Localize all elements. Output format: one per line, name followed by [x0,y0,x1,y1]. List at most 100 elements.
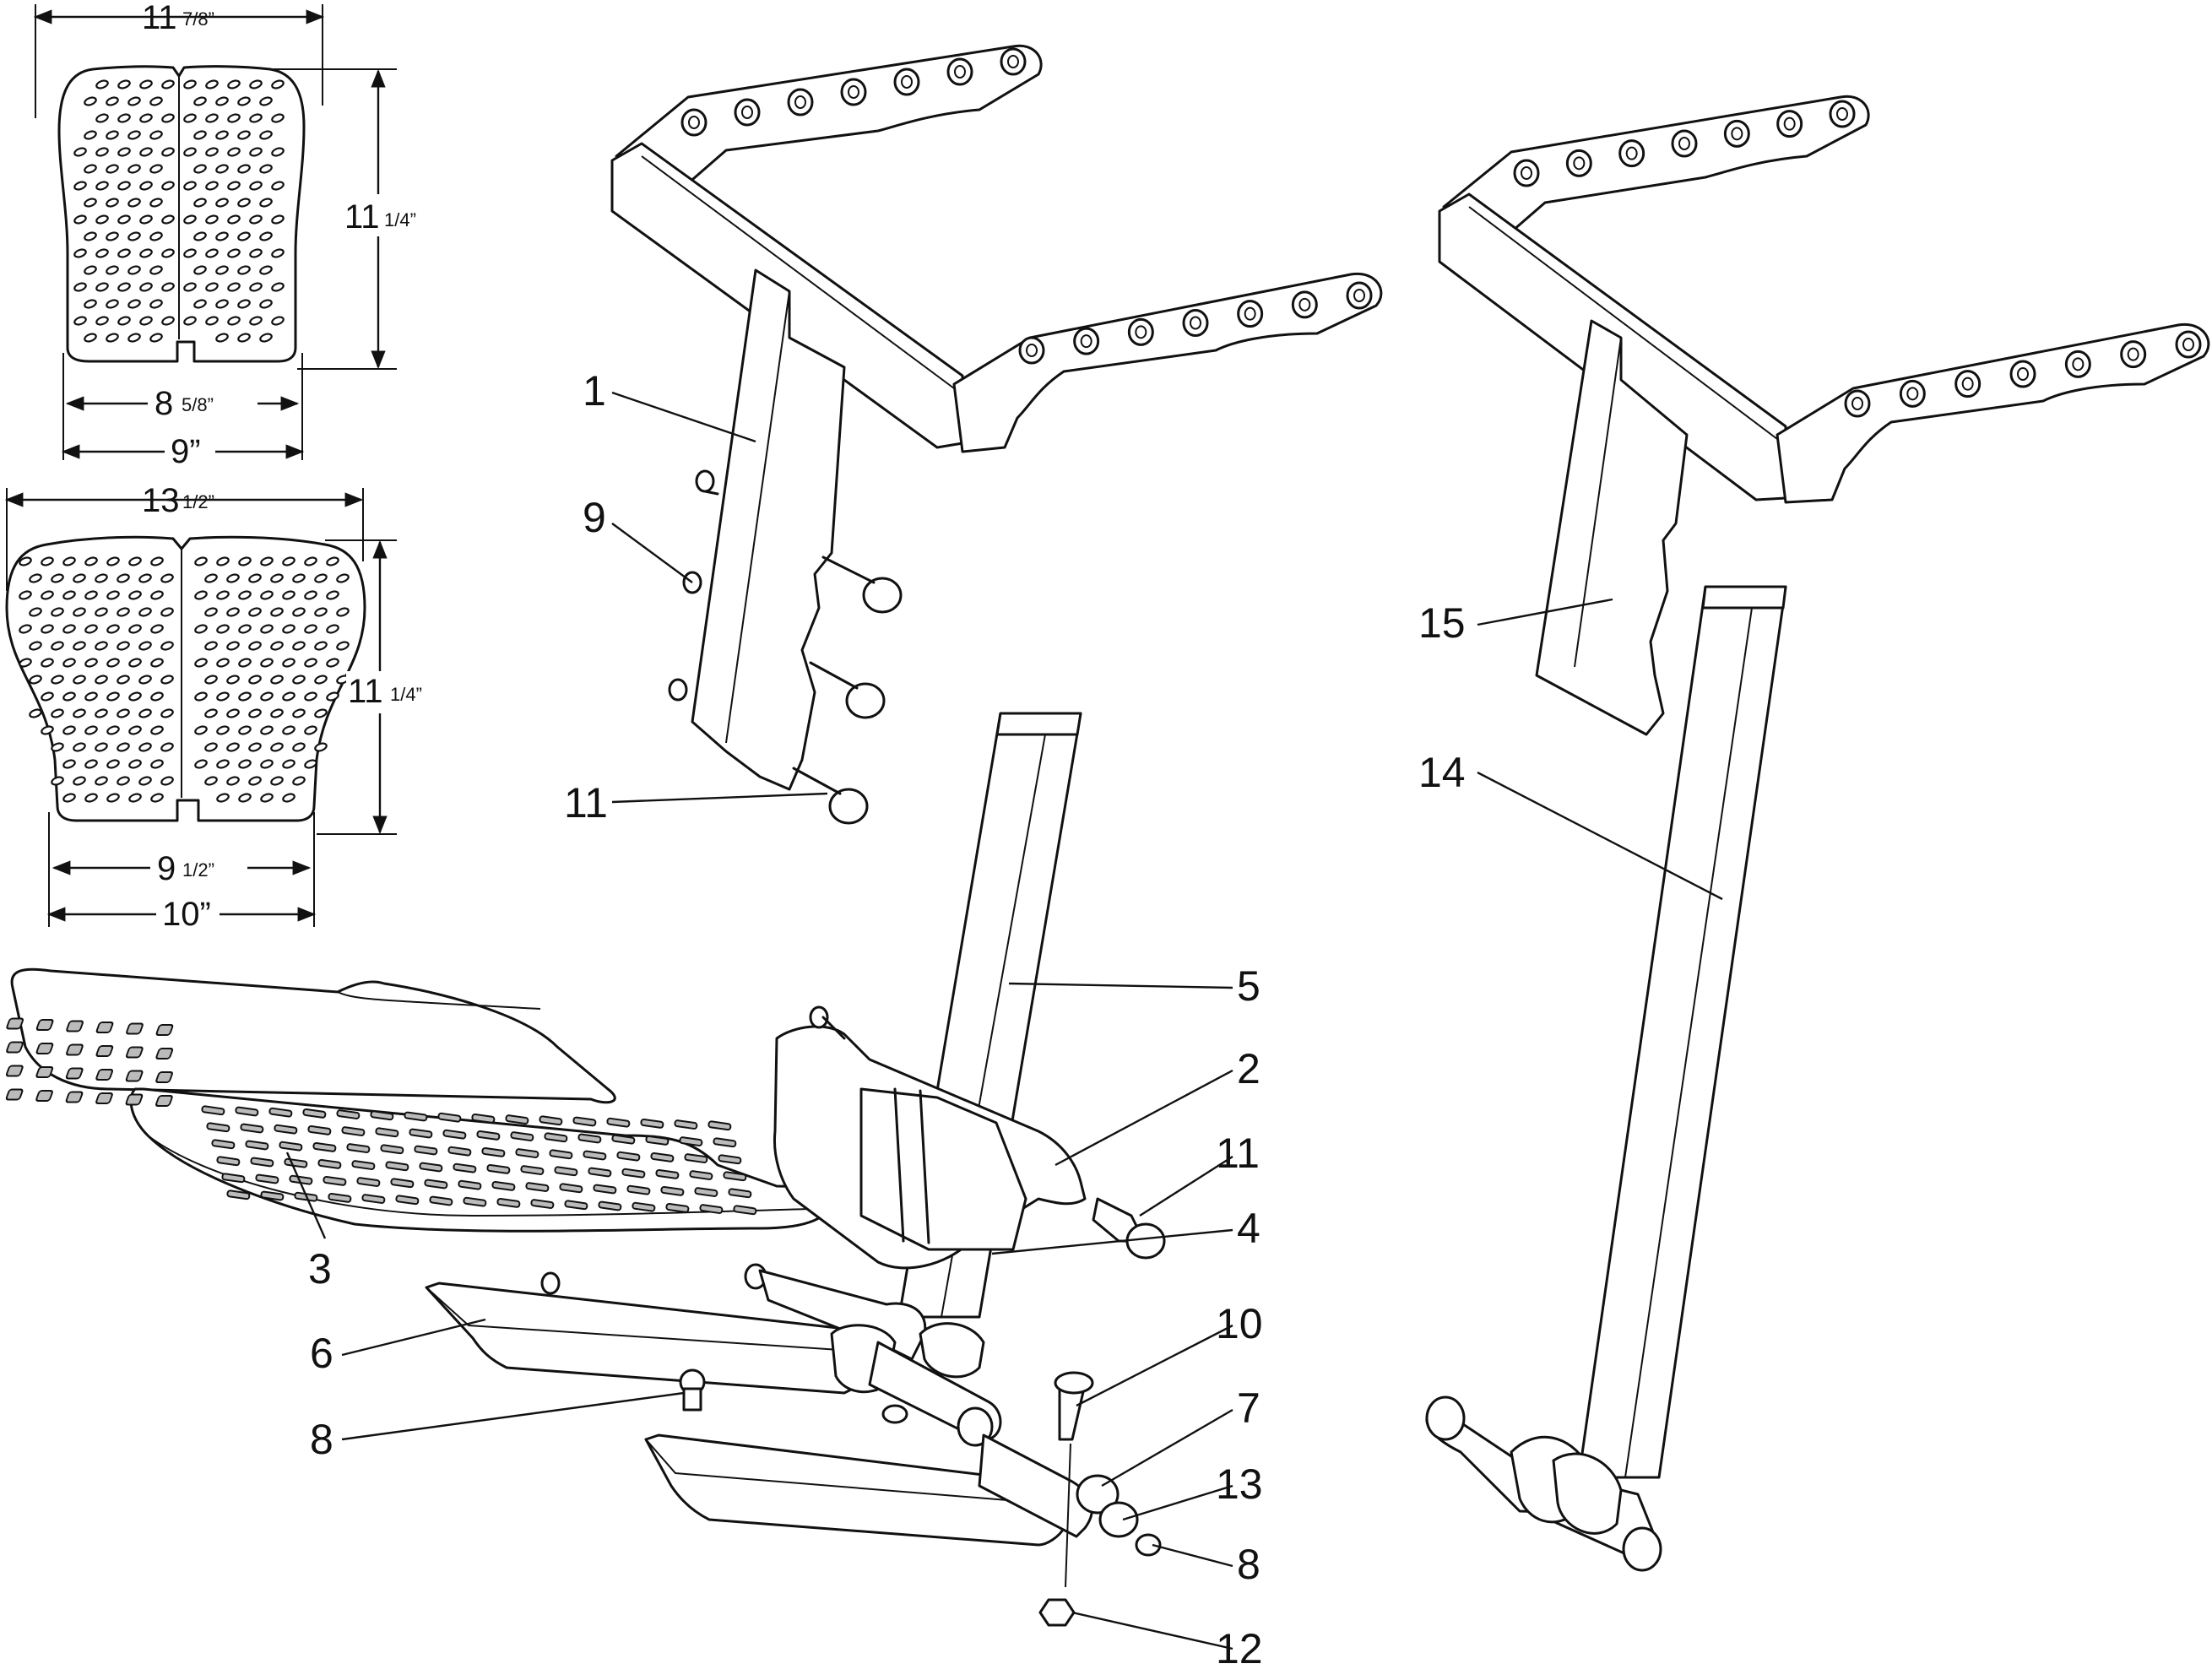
plate-slot [117,282,131,292]
adjust-hole [1954,370,1982,398]
dim-small-top-main: 11 [142,0,177,36]
plate-slot [204,607,218,617]
plate-slot [204,675,218,685]
plate-slot [238,759,252,769]
plate-slot [183,79,197,89]
plate-slot [95,214,109,225]
tread-slot [274,1124,298,1135]
plate-slot [62,590,76,600]
tread-slot [211,1139,236,1150]
plate-slot [117,776,130,786]
tread-slot [361,1194,386,1204]
footplate-perspective-part-3 [5,967,830,1233]
plate-slot [259,231,273,241]
adjust-hole [893,68,920,96]
plate-slot [95,675,108,685]
plate-slot [204,708,218,718]
plate-slot [248,708,262,718]
plate-slot [29,573,42,583]
lower-footplate-bracket [644,1433,1093,1547]
plate-slot [336,607,350,617]
plate-slot [161,316,175,326]
tread-slot [66,1020,84,1032]
tread-slot [95,1069,114,1081]
plate-slot [249,316,263,326]
plate-slot [237,164,251,174]
plate-slot [271,282,285,292]
plate-slot [271,214,285,225]
plate-slot [127,299,141,309]
plate-slot [29,607,42,617]
tread-slot [718,1154,742,1165]
adjust-hole [1018,336,1045,365]
plate-slot [304,658,317,668]
plate-slot [139,282,153,292]
plate-slot [41,590,54,600]
tread-slot [336,1109,361,1119]
tread-slot [733,1205,757,1216]
tread-slot [375,1127,399,1138]
plate-slot [138,776,152,786]
plate-slot [117,214,131,225]
tread-slot [95,1022,114,1033]
adjust-hole [1073,327,1100,355]
adjust-hole-inner [2182,338,2194,351]
plate-slot [84,164,97,174]
tread-slot [577,1133,602,1144]
plate-slot [227,181,241,191]
tread-slot [723,1171,747,1182]
callout-6: 6 [310,1330,333,1377]
plate-slot [215,231,229,241]
plate-slot [51,641,64,651]
tread-slot [491,1180,516,1191]
plate-slot [271,181,285,191]
tread-slot [312,1141,337,1152]
callout-4: 4 [1237,1205,1261,1252]
plate-slot [117,742,130,752]
plate-slot [270,675,284,685]
tread-slot [206,1122,230,1133]
plate-slot [183,248,197,258]
plate-slot [270,742,284,752]
adjust-hole [1776,110,1803,138]
adjust-hole [2009,360,2036,388]
tread-slot [437,1112,462,1123]
plate-slot [216,759,230,769]
plate-slot [282,793,295,803]
plate-slot [249,214,263,225]
plate-slot [106,130,119,140]
plate-slot [216,556,230,566]
tread-slot [370,1110,394,1121]
plate-slot [226,607,240,617]
plate-slot [193,164,207,174]
tread-slot [5,1088,24,1101]
plate-slot [138,573,152,583]
plate-slot [237,231,251,241]
plate-slot [215,198,229,208]
plate-slot [248,573,262,583]
plate-slot [127,96,141,106]
plate-slot [84,265,97,275]
plate-slot [160,776,174,786]
plate-slot [304,556,317,566]
tube-part-14 [1425,585,1787,1572]
plate-slot [314,641,328,651]
plate-slot [204,573,218,583]
tread-slot [404,1111,428,1122]
callout-8-right: 8 [1237,1541,1261,1588]
plate-slot [227,316,241,326]
plate-slot [19,624,32,634]
plate-slot [326,590,339,600]
plate-slot [336,573,350,583]
plate-slot [41,556,54,566]
plate-slot [138,641,152,651]
adjust-hole-inner [1298,297,1311,312]
plate-slot [62,725,76,735]
callout-13: 13 [1216,1461,1263,1508]
callout-12: 12 [1216,1625,1263,1672]
plate-slot [117,641,130,651]
plate-slot [95,776,108,786]
plate-slot [139,214,153,225]
adjust-hole-inner [1961,377,1974,391]
plate-slot [29,708,42,718]
